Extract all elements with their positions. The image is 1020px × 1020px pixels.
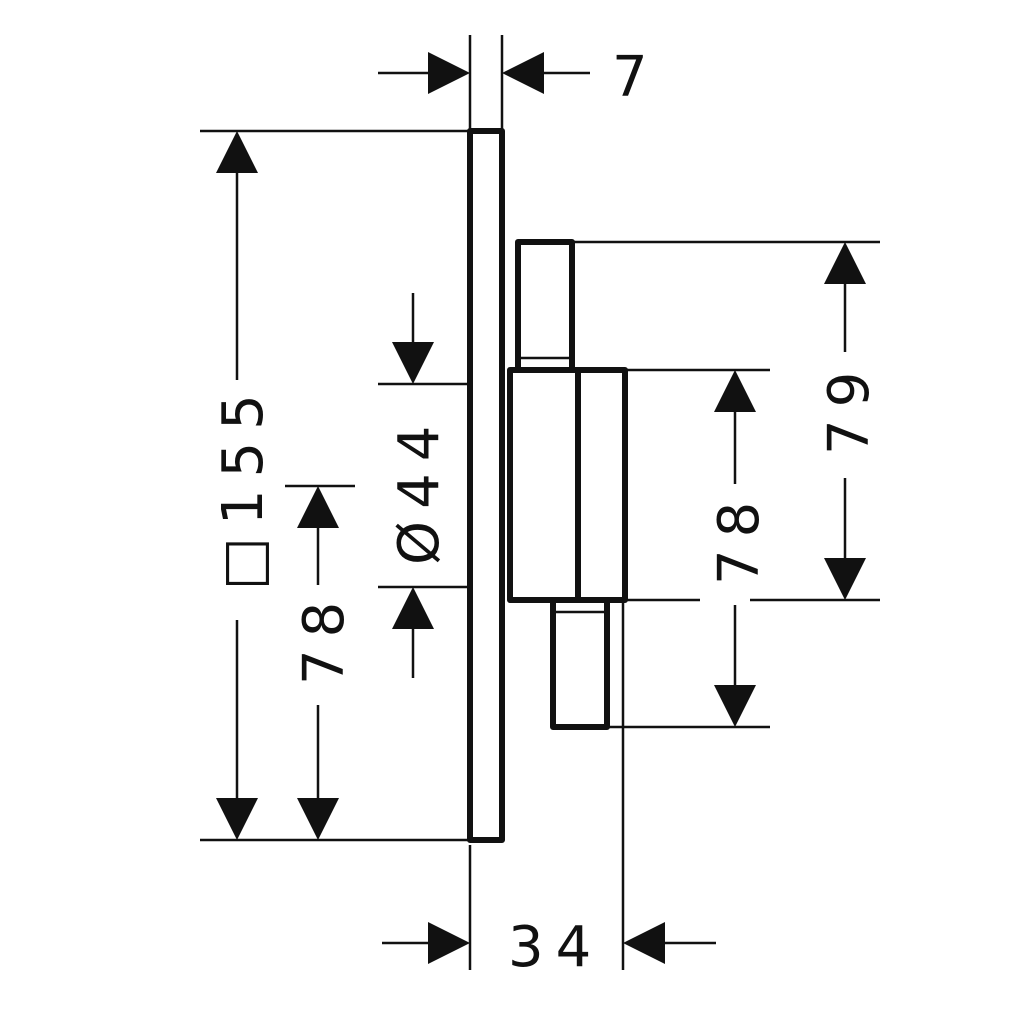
arrow-up-icon bbox=[216, 131, 258, 173]
middle-body bbox=[507, 367, 628, 603]
dimension-square-size: □155 bbox=[211, 131, 276, 840]
arrow-up-icon bbox=[392, 587, 434, 629]
arrow-down-icon bbox=[824, 558, 866, 600]
dimension-left-offset: 78 bbox=[292, 486, 357, 840]
dimension-label-right-upper: 79 bbox=[817, 360, 882, 455]
part-outline bbox=[467, 128, 628, 843]
dimension-depth: 34 bbox=[382, 915, 716, 980]
arrow-down-icon bbox=[216, 798, 258, 840]
arrow-left-icon bbox=[502, 52, 544, 94]
dimension-top-thickness: 7 bbox=[378, 45, 660, 110]
arrow-up-icon bbox=[824, 242, 866, 284]
dimension-diameter: Ø44 bbox=[387, 293, 452, 678]
dimension-right-mid: 78 bbox=[707, 370, 772, 727]
arrow-down-icon bbox=[714, 685, 756, 727]
dimension-label-diameter: Ø44 bbox=[387, 414, 452, 565]
arrow-up-icon bbox=[297, 486, 339, 528]
arrow-right-icon bbox=[428, 52, 470, 94]
arrow-down-icon bbox=[297, 798, 339, 840]
dimension-label-right-mid: 78 bbox=[707, 490, 772, 585]
dimension-right-upper: 79 bbox=[817, 242, 882, 600]
upper-body bbox=[515, 239, 575, 373]
dimension-label-left-offset: 78 bbox=[292, 590, 357, 685]
arrow-left-icon bbox=[623, 922, 665, 964]
cover-plate bbox=[467, 128, 505, 843]
dimension-label-depth: 34 bbox=[508, 915, 603, 980]
arrow-right-icon bbox=[428, 922, 470, 964]
dimension-label-top-thickness: 7 bbox=[612, 45, 660, 110]
lower-body bbox=[550, 597, 610, 730]
arrow-up-icon bbox=[714, 370, 756, 412]
dimension-label-square-size: □155 bbox=[211, 382, 276, 590]
extension-lines bbox=[200, 35, 880, 970]
arrow-down-icon bbox=[392, 342, 434, 384]
